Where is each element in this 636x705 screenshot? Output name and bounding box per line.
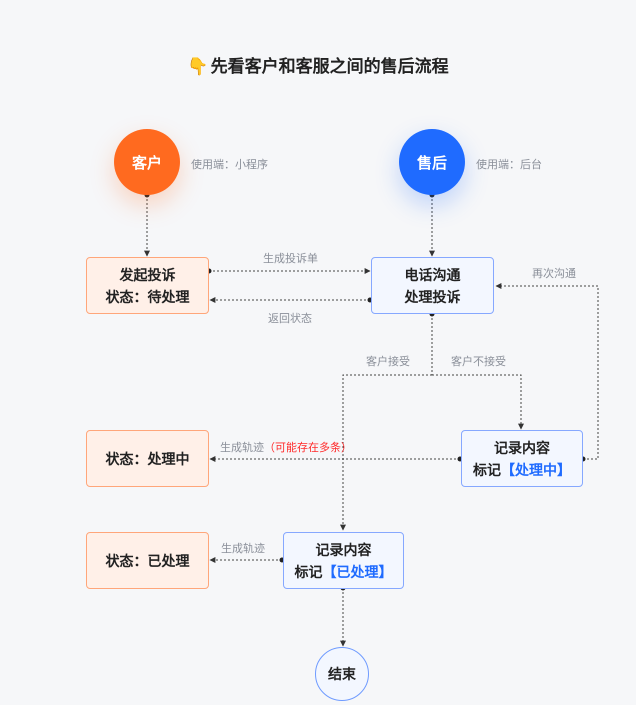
edge-label-gen-track-2: 生成轨迹 bbox=[221, 543, 265, 555]
record-processing-line1: 记录内容 bbox=[494, 439, 550, 456]
customer-label: 客户 bbox=[131, 154, 162, 172]
done-state-line1: 状态：已处理 bbox=[105, 552, 190, 569]
processing-state-line1: 状态：处理中 bbox=[105, 450, 190, 467]
record-done-box[interactable]: 记录内容 标记【已处理】 bbox=[283, 532, 404, 589]
end-node[interactable]: 结束 bbox=[315, 647, 369, 701]
record-done-prefix: 标记 bbox=[294, 563, 323, 580]
edge-label-gen-track-1-text: 生成轨迹 bbox=[220, 442, 264, 454]
edge-label-gen-track-1: 生成轨迹（可能存在多条） bbox=[220, 439, 352, 455]
complaint-line2: 状态：待处理 bbox=[105, 288, 190, 305]
pointing-down-hand-icon: 👇 bbox=[187, 57, 209, 76]
page-title: 👇先看客户和客服之间的售后流程 bbox=[0, 52, 636, 77]
edge-label-recommunicate: 再次沟通 bbox=[532, 268, 576, 280]
edge-label-gen-track-1-note: （可能存在多条） bbox=[264, 442, 352, 454]
record-done-line2: 标记【已处理】 bbox=[295, 561, 393, 583]
customer-node[interactable]: 客户 bbox=[114, 129, 180, 195]
done-state-box[interactable]: 状态：已处理 bbox=[86, 532, 209, 589]
record-processing-line2: 标记【处理中】 bbox=[473, 459, 571, 481]
complaint-box[interactable]: 发起投诉 状态：待处理 bbox=[86, 257, 209, 314]
title-text: 先看客户和客服之间的售后流程 bbox=[210, 57, 449, 76]
phone-line2: 处理投诉 bbox=[404, 288, 461, 305]
edge-customer-rejects bbox=[432, 374, 524, 430]
record-processing-box[interactable]: 记录内容 标记【处理中】 bbox=[461, 430, 583, 487]
record-done-tag: 【已处理】 bbox=[322, 563, 393, 580]
phone-box[interactable]: 电话沟通 处理投诉 bbox=[371, 257, 494, 314]
processing-state-box[interactable]: 状态：处理中 bbox=[86, 430, 209, 487]
record-done-line1: 记录内容 bbox=[315, 541, 372, 558]
record-processing-prefix: 标记 bbox=[473, 461, 501, 478]
phone-line1: 电话沟通 bbox=[404, 266, 461, 283]
edge-label-customer-accepts: 客户接受 bbox=[366, 356, 410, 368]
edge-label-customer-rejects: 客户不接受 bbox=[451, 356, 506, 368]
customer-note: 使用端：小程序 bbox=[191, 159, 268, 171]
service-label: 售后 bbox=[416, 154, 447, 172]
service-note: 使用端：后台 bbox=[476, 159, 542, 171]
edge-recommunicate bbox=[495, 283, 599, 460]
record-processing-tag: 【处理中】 bbox=[501, 461, 571, 478]
edge-label-return-status: 返回状态 bbox=[268, 313, 312, 325]
edge-customer-accepts bbox=[340, 374, 432, 531]
service-node[interactable]: 售后 bbox=[399, 129, 465, 195]
edge-label-create-ticket: 生成投诉单 bbox=[263, 253, 318, 265]
end-label: 结束 bbox=[328, 666, 356, 682]
complaint-line1: 发起投诉 bbox=[119, 266, 176, 283]
